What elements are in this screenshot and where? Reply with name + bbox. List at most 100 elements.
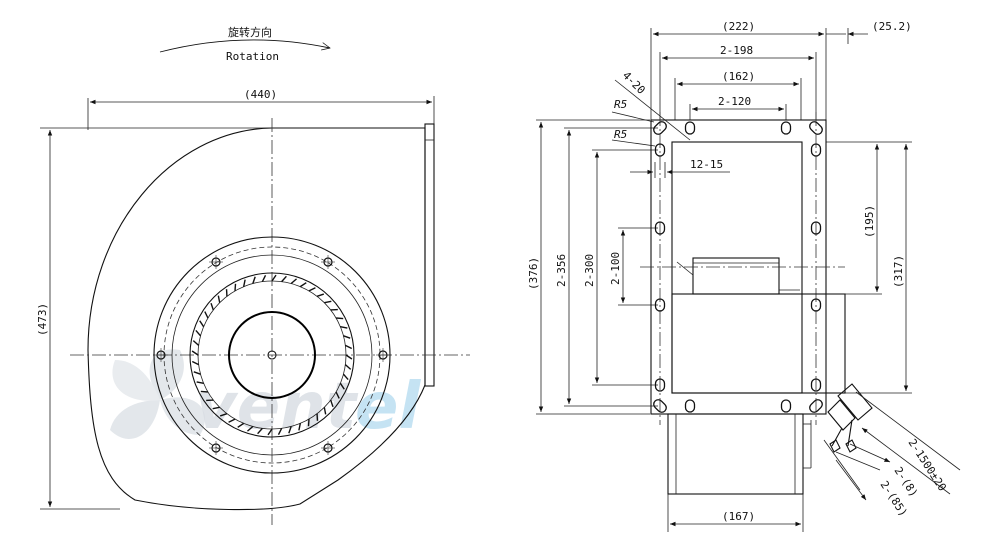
dim-right-195: (195) — [863, 205, 876, 238]
motor-flange-inner — [171, 254, 373, 456]
impeller-blade — [191, 360, 199, 366]
impeller-blade — [298, 423, 302, 431]
impeller-blade — [277, 428, 283, 436]
dim-hole-height-300: 2-300 — [583, 254, 596, 287]
corner-slot — [809, 399, 823, 413]
dim-hole-height-356: 2-356 — [555, 254, 568, 287]
impeller-blades — [191, 274, 353, 436]
mounting-slot — [684, 121, 696, 135]
corner-slot — [653, 121, 667, 135]
dim-hole-height-100: 2-100 — [609, 252, 622, 285]
impeller-blade — [345, 344, 353, 350]
impeller-blade — [340, 325, 348, 329]
rotation-title-en: Rotation — [226, 50, 279, 63]
dim-radius-1: R5 — [614, 98, 627, 111]
dim-inner-width: (162) — [722, 70, 755, 83]
impeller-blade — [192, 340, 200, 346]
impeller-blade — [195, 330, 202, 337]
mounting-slot — [684, 399, 696, 413]
impeller-blade — [339, 382, 345, 390]
mounting-slots — [653, 121, 823, 413]
dim-inlet-width: (167) — [722, 510, 755, 523]
impeller-blade — [219, 413, 228, 417]
impeller-blade — [191, 350, 199, 356]
outlet-flange — [424, 123, 435, 387]
dim-offset: (25.2) — [872, 20, 912, 33]
inlet-ring — [667, 413, 804, 495]
motor-body — [671, 293, 846, 394]
mounting-slot — [810, 221, 822, 235]
impeller-blade — [316, 293, 325, 297]
mounting-slot — [810, 378, 822, 392]
rotation-arrow — [159, 39, 330, 53]
mounting-slot — [810, 143, 822, 157]
mounting-slot — [654, 221, 666, 235]
rotation-indicator: 旋转方向 Rotation — [159, 25, 330, 63]
impeller-blade — [252, 276, 256, 284]
housing-scroll — [87, 127, 426, 511]
dim-hole-spacing-120: 2-120 — [718, 95, 751, 108]
dim-slot-size: 12-15 — [690, 158, 723, 171]
impeller-blade — [210, 302, 214, 311]
dim-overall-width: (222) — [722, 20, 755, 33]
dim-hole-spacing-198: 2-198 — [720, 44, 753, 57]
impeller-blade — [267, 428, 273, 436]
dim-right-317: (317) — [892, 255, 905, 288]
impeller-blade — [234, 283, 237, 291]
impeller-blade — [299, 282, 307, 288]
mounting-slot — [810, 298, 822, 312]
shaft — [267, 350, 277, 360]
front-height-dim: (473) — [36, 303, 49, 336]
mounting-slot — [780, 121, 792, 135]
watermark-text-vent: vent — [195, 370, 359, 444]
impeller-blade — [345, 354, 353, 360]
corner-slot — [653, 399, 667, 413]
mounting-holes — [154, 255, 390, 455]
side-view: (222) (25.2) 2-198 (162) 2-120 4-20 R5 R… — [527, 20, 961, 532]
mounting-slot — [780, 399, 792, 413]
mounting-slot — [654, 143, 666, 157]
outlet-opening — [671, 141, 803, 394]
impeller-blade — [228, 418, 236, 423]
dim-hole-count: 4-20 — [620, 69, 648, 97]
impeller-blade — [344, 364, 352, 370]
dim-radius-2: R5 — [614, 128, 627, 141]
impeller-blade — [247, 425, 254, 432]
impeller-blade — [199, 320, 205, 328]
impeller-blade — [281, 275, 287, 283]
mounting-slot — [654, 378, 666, 392]
corner-slot — [809, 121, 823, 135]
impeller-blade — [271, 274, 277, 282]
impeller-blade — [196, 381, 204, 385]
impeller-blade — [237, 422, 245, 428]
impeller-blade — [261, 274, 267, 282]
rotation-title-cn: 旋转方向 — [228, 25, 272, 39]
front-width-dim: (440) — [244, 88, 277, 101]
impeller-outer — [189, 272, 355, 438]
impeller-blade — [204, 311, 209, 319]
motor-hub — [228, 311, 316, 399]
impeller-blade — [308, 287, 316, 292]
impeller-blade — [288, 426, 292, 434]
impeller-blade — [257, 427, 263, 435]
watermark-logo: vent el — [110, 349, 421, 444]
impeller-blade — [324, 300, 332, 304]
impeller-blade — [242, 279, 246, 287]
impeller-blade — [193, 371, 201, 375]
impeller-blade — [290, 278, 297, 285]
mounting-slot — [654, 298, 666, 312]
impeller-blade — [336, 317, 344, 320]
impeller-blade — [307, 419, 310, 427]
impeller-blade — [342, 373, 349, 380]
impeller-blade — [335, 391, 340, 399]
front-view: (440) (473) — [36, 88, 470, 525]
cable-gland — [827, 383, 873, 453]
impeller-blade — [200, 390, 208, 393]
impeller-blade — [212, 406, 220, 410]
impeller-blade — [343, 335, 351, 339]
impeller-blade — [323, 407, 327, 415]
watermark-text-el: el — [355, 370, 421, 444]
impeller-blade — [330, 399, 334, 408]
dim-overall-height: (376) — [527, 257, 540, 290]
